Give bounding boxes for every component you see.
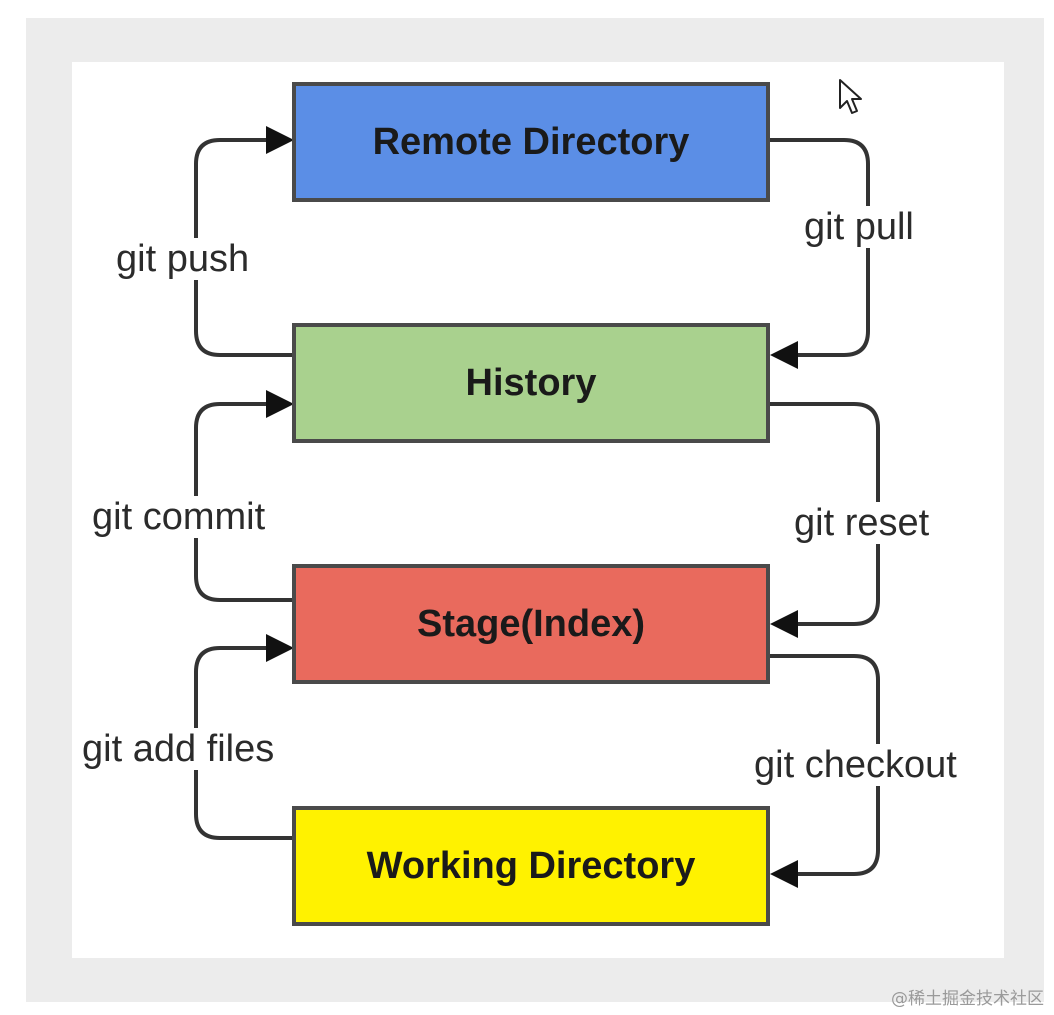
working-directory-label: Working Directory [366, 844, 696, 887]
remote-directory-box: Remote Directory [292, 82, 770, 202]
git-push-label: git push [112, 238, 254, 280]
mouse-pointer-icon [838, 78, 864, 121]
reset-arrowhead [770, 610, 798, 638]
git-checkout-label: git checkout [750, 744, 961, 786]
working-directory-box: Working Directory [292, 806, 770, 926]
commit-arrowhead [266, 390, 294, 418]
checkout-arrowhead [770, 860, 798, 888]
history-label: History [465, 361, 597, 404]
git-commit-label: git commit [88, 496, 270, 538]
add-arrowhead [266, 634, 294, 662]
remote-directory-label: Remote Directory [372, 120, 690, 163]
git-reset-label: git reset [790, 502, 934, 544]
push-arrowhead [266, 126, 294, 154]
git-pull-label: git pull [800, 206, 918, 248]
stage-index-box: Stage(Index) [292, 564, 770, 684]
history-box: History [292, 323, 770, 443]
pull-arrowhead [770, 341, 798, 369]
watermark-text: @稀土掘金技术社区 [891, 989, 1044, 1009]
git-add-files-label: git add files [78, 728, 279, 770]
stage-index-label: Stage(Index) [416, 602, 646, 645]
